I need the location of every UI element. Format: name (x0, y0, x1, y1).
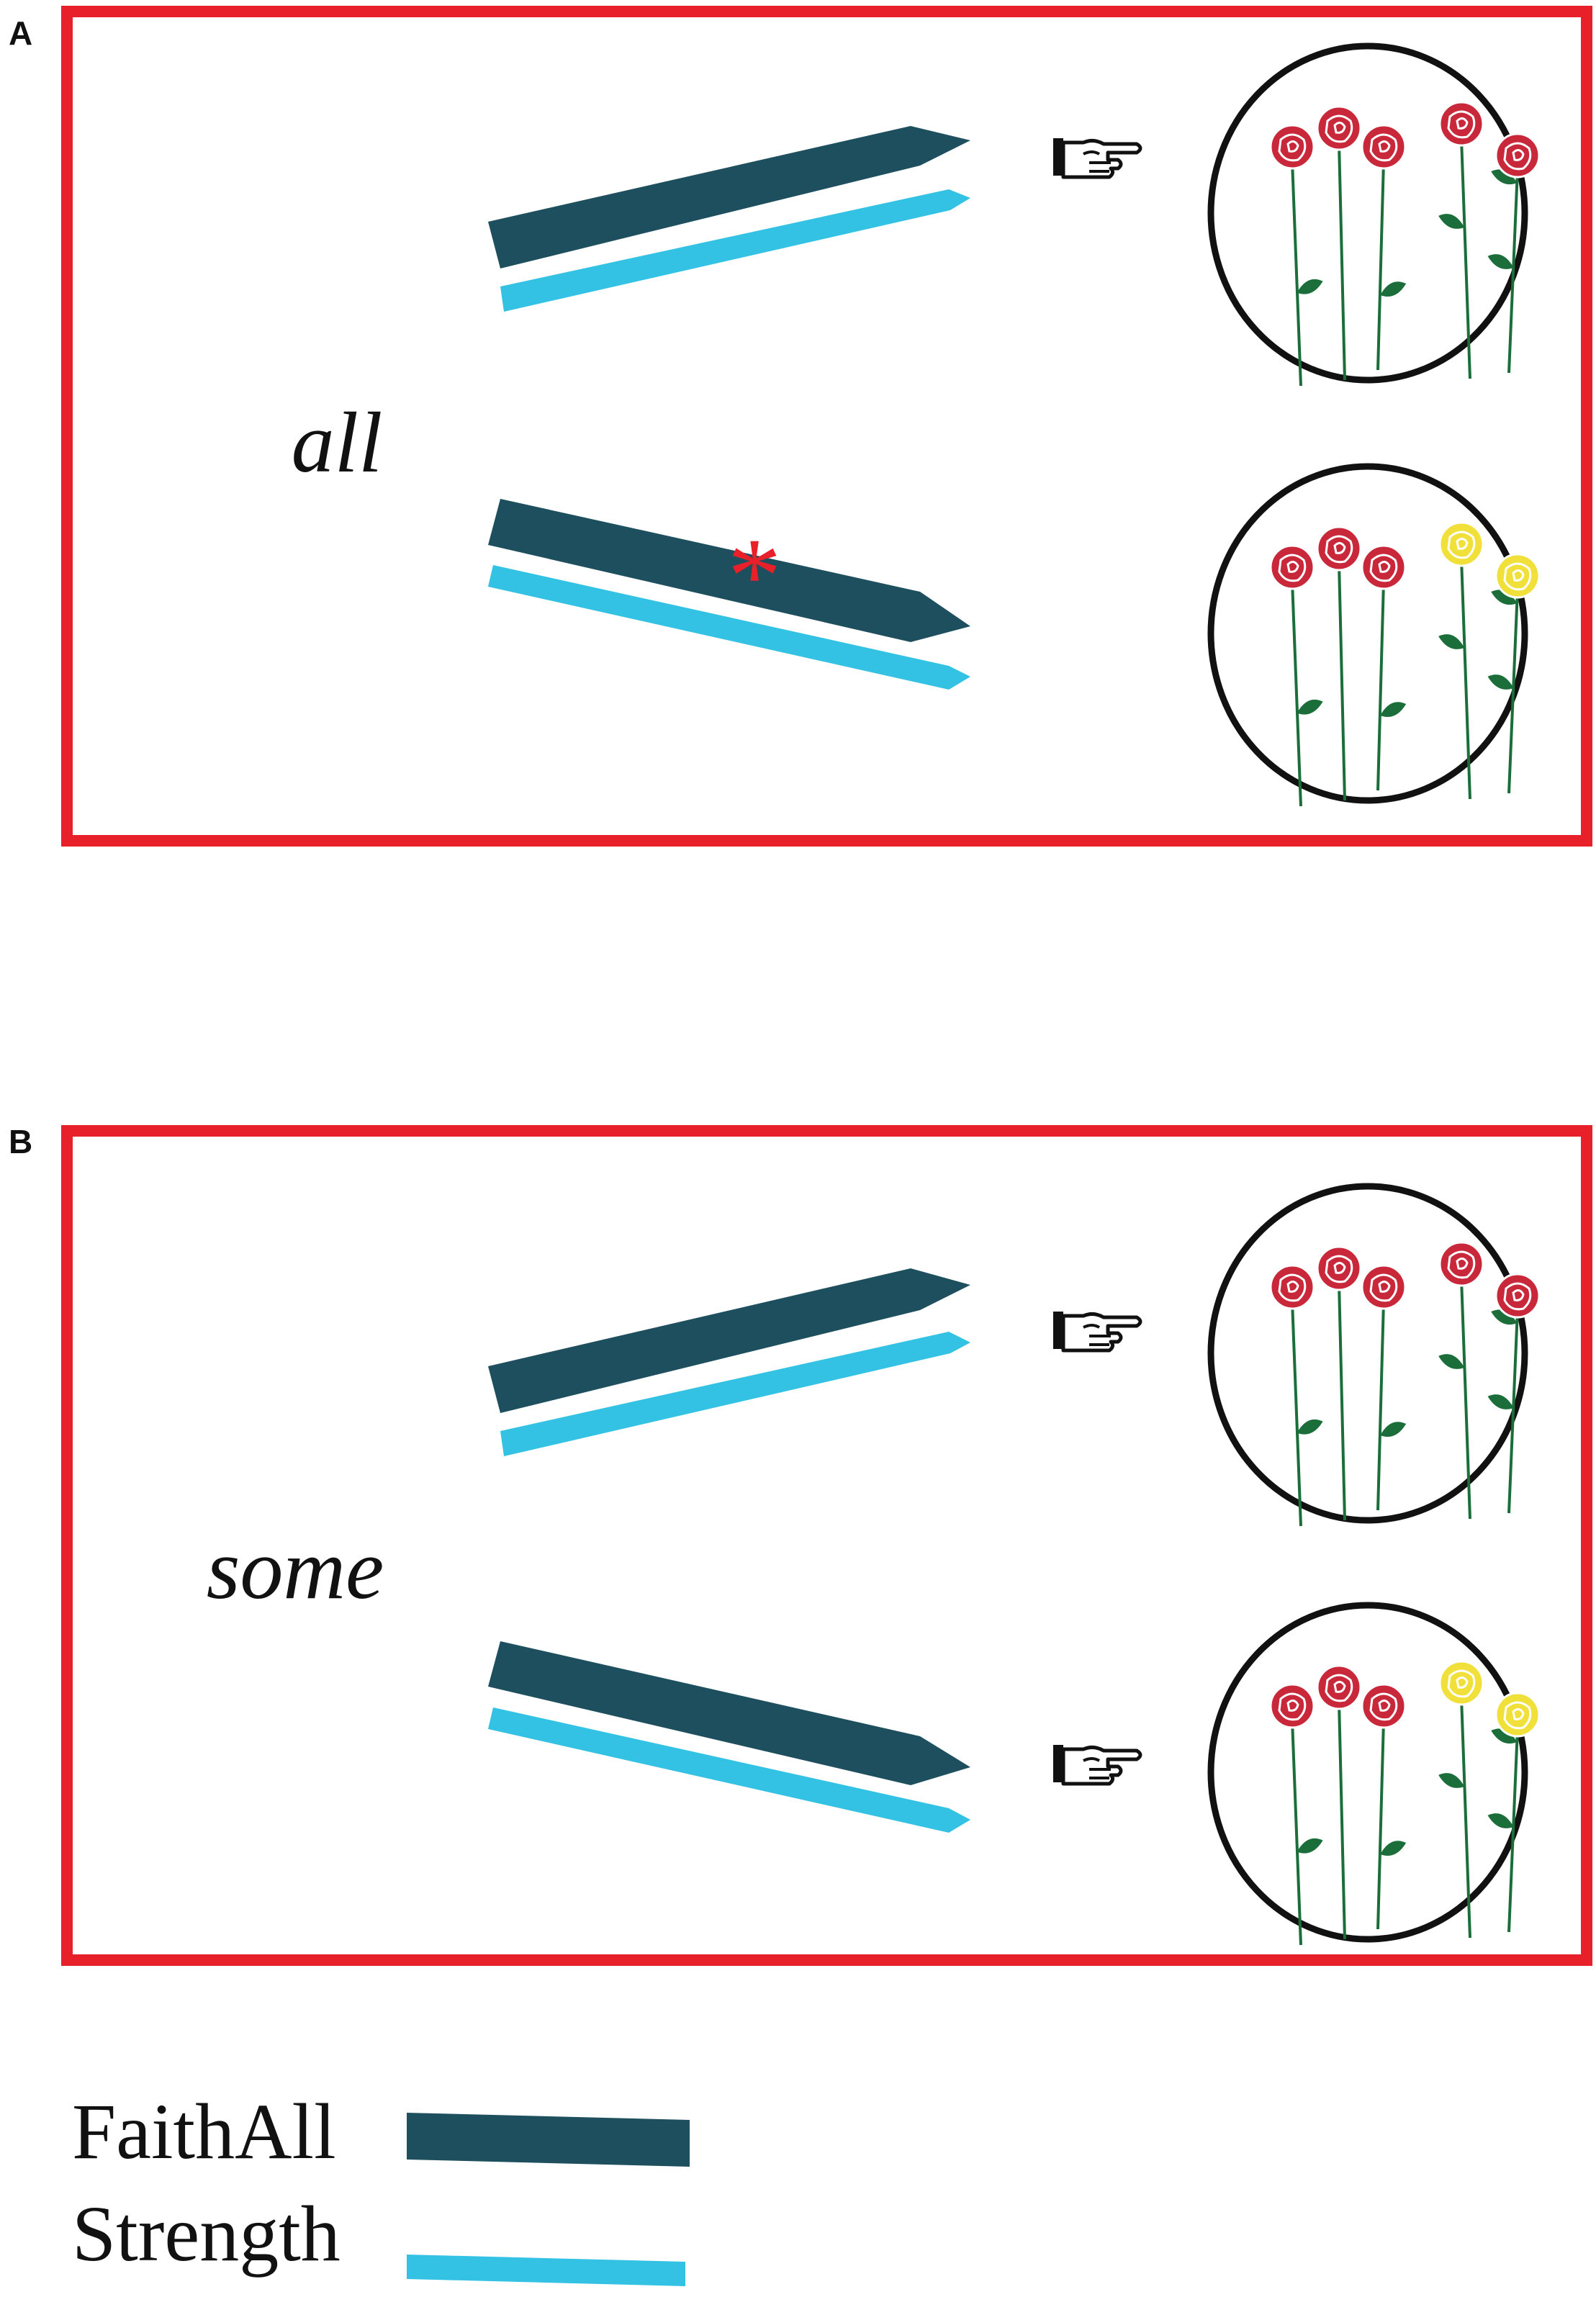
legend-swatch (407, 2113, 690, 2167)
pointing-hand-icon (1053, 1312, 1140, 1350)
legend-label: Strength (72, 2190, 341, 2278)
legend-swatch (407, 2255, 685, 2286)
rose-icon (1494, 132, 1541, 179)
strength-arrow (488, 565, 970, 690)
legend-item: Strength (72, 2190, 685, 2286)
flower-stem (1460, 137, 1471, 379)
rose-icon (1361, 1264, 1407, 1310)
legend-item: FaithAll (72, 2088, 690, 2175)
rose-icon (1269, 1264, 1315, 1310)
panel-frame (61, 1125, 1592, 1966)
strength-arrow (500, 1332, 970, 1456)
leaf (1487, 1813, 1514, 1828)
pointing-hand-icon (1053, 1745, 1140, 1784)
rose-icon (1494, 553, 1541, 599)
faithall-arrow (488, 499, 970, 642)
flower-stem (1376, 1720, 1385, 1930)
rose-icon (1494, 1692, 1541, 1738)
rose-icon (1438, 1241, 1484, 1287)
leaf (1380, 702, 1407, 717)
violation-asterisk: * (728, 516, 782, 636)
quantifier-label: some (207, 1521, 384, 1617)
flower-stem (1338, 1282, 1346, 1521)
scene-circle (1207, 463, 1528, 804)
leaf (1438, 214, 1465, 229)
rose-icon (1438, 101, 1484, 147)
scene-circle (1207, 42, 1528, 384)
scene-circle (1207, 1183, 1528, 1524)
rose-icon (1269, 124, 1315, 170)
flower-stem (1376, 581, 1385, 791)
legend-label: FaithAll (72, 2088, 336, 2175)
legend: FaithAll Strength (72, 2088, 690, 2286)
rose-icon (1316, 1664, 1362, 1710)
faithall-arrow (488, 1268, 970, 1413)
leaf (1487, 254, 1514, 269)
leaf (1487, 1394, 1514, 1409)
rose-icon (1361, 1683, 1407, 1729)
flower-stem (1291, 161, 1302, 387)
leaf (1380, 281, 1407, 297)
flower-stem (1291, 1720, 1302, 1946)
flower-stem (1460, 1697, 1471, 1939)
rose-icon (1438, 1660, 1484, 1706)
leaf (1487, 674, 1514, 690)
quantifier-label: all (292, 394, 383, 490)
leaf (1297, 279, 1323, 294)
flower-stem (1338, 1701, 1346, 1940)
leaf (1438, 1773, 1465, 1788)
flower-stem (1376, 161, 1385, 371)
panel-a: A all * (9, 6, 1592, 847)
scene-circle (1207, 1602, 1528, 1943)
rose-icon (1438, 521, 1484, 567)
panel-frame (61, 6, 1592, 847)
rose-icon (1316, 525, 1362, 572)
rose-icon (1494, 1273, 1541, 1319)
leaf (1297, 699, 1323, 715)
leaf (1380, 1841, 1407, 1856)
panel-letter-b: B (9, 1123, 32, 1160)
rose-icon (1361, 124, 1407, 170)
leaf (1491, 590, 1518, 605)
leaf (1491, 169, 1518, 185)
leaf (1297, 1838, 1323, 1854)
flower-scene (1207, 463, 1541, 807)
leaf (1297, 1419, 1323, 1435)
panel-b: B some (9, 1123, 1592, 1966)
rose-icon (1316, 1245, 1362, 1291)
flower-stem (1291, 1301, 1302, 1527)
flower-stem (1338, 562, 1346, 801)
panel-letter-a: A (9, 14, 32, 52)
leaf (1491, 1309, 1518, 1325)
flower-stem (1460, 558, 1471, 800)
faithall-arrow (488, 1641, 970, 1785)
strength-arrow (500, 189, 970, 312)
faithall-arrow (488, 126, 970, 268)
flower-stem (1376, 1301, 1385, 1511)
pointing-hand-icon (1053, 138, 1140, 177)
flower-stem (1338, 142, 1346, 381)
rose-icon (1269, 1683, 1315, 1729)
leaf (1438, 634, 1465, 649)
strength-arrow (488, 1707, 970, 1833)
leaf (1491, 1728, 1518, 1744)
flower-stem (1460, 1278, 1471, 1520)
flower-stem (1291, 581, 1302, 807)
flower-scene (1207, 42, 1541, 387)
leaf (1438, 1354, 1465, 1369)
rose-icon (1361, 544, 1407, 590)
flower-scene (1207, 1602, 1541, 1946)
flower-scene (1207, 1183, 1541, 1527)
leaf (1380, 1422, 1407, 1437)
rose-icon (1316, 105, 1362, 151)
rose-icon (1269, 544, 1315, 590)
